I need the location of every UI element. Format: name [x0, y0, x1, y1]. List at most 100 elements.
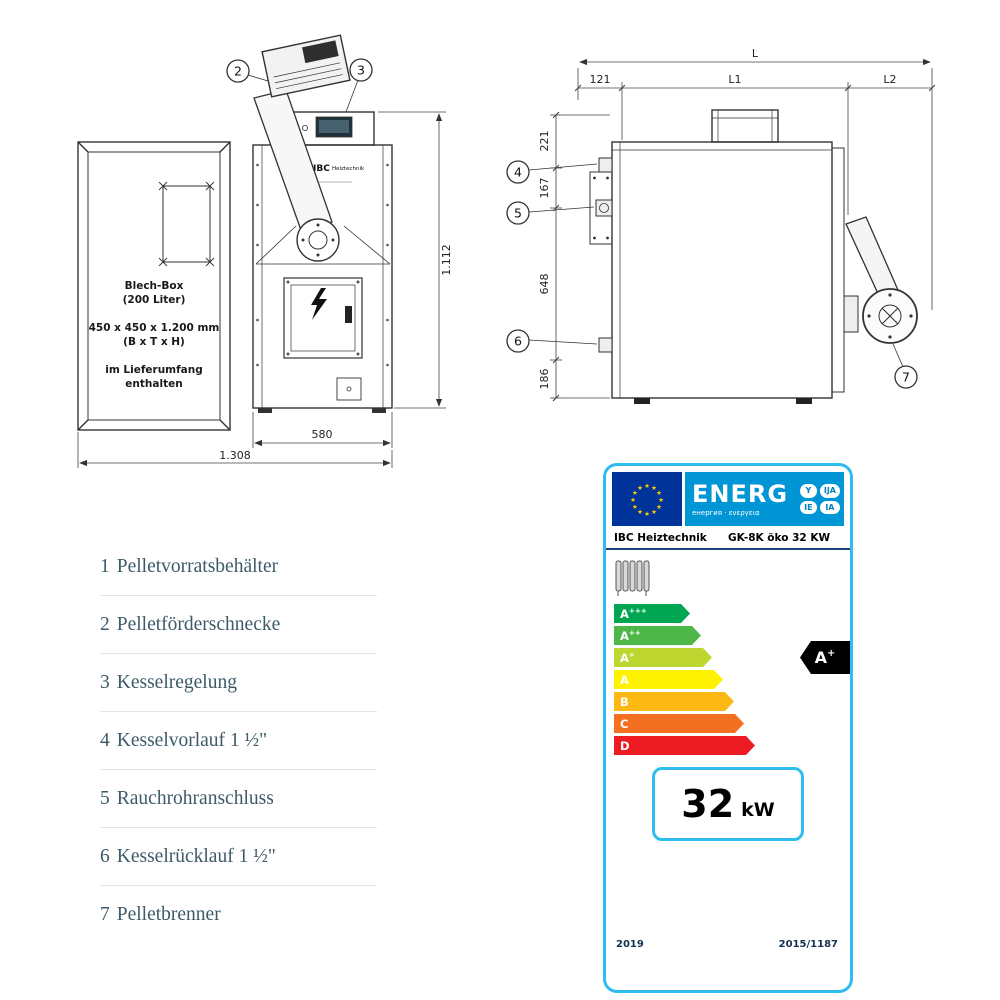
box-text-line3: 450 x 450 x 1.200 mm [89, 322, 220, 334]
brand-name: IBC Heiztechnik [614, 532, 707, 544]
flame-warning-icon [311, 288, 327, 320]
legend-item-2: 2 Pelletförderschnecke [100, 596, 377, 654]
label-regulation: 2015/1187 [778, 939, 838, 950]
energ-subtitle: енергия · ενεργεια [692, 508, 760, 517]
legend-label: Kesselvorlauf 1 ½" [116, 729, 268, 751]
legend-number: 4 [100, 729, 110, 751]
legend-number: 5 [100, 787, 110, 809]
side-dimension-labels: L 121 L1 L2 221 167 648 186 [538, 47, 897, 390]
legend-label: Pelletbrenner [116, 904, 221, 925]
legend-label: Pelletvorratsbehälter [116, 555, 279, 577]
box-text-line6: enthalten [125, 378, 182, 390]
legend-item-7: 7 Pelletbrenner [100, 886, 377, 944]
lang-letter-ija: IJA [819, 483, 840, 498]
lang-letter-y: Y [799, 483, 817, 498]
front-callouts: 2 3 [226, 58, 373, 113]
legend-item-4: 4 Kesselvorlauf 1 ½" [100, 712, 377, 770]
legend-item-3: 3 Kesselregelung [100, 654, 377, 712]
pellet-burner-assembly [843, 216, 918, 344]
legend-label: Rauchrohranschluss [116, 787, 274, 809]
boiler-front-body [252, 111, 393, 413]
model-name: GK-8K öko 32 KW [728, 532, 831, 544]
boiler-rivets [256, 163, 389, 367]
svg-text:★: ★ [632, 489, 638, 497]
lang-letter-ia: IA [819, 500, 840, 515]
svg-text:★: ★ [630, 496, 636, 504]
dim-label-L1: L1 [728, 73, 741, 86]
box-text-line5: im Lieferumfang [105, 364, 203, 376]
callout-4: 4 [514, 165, 522, 180]
legend-label: Pelletförderschnecke [116, 613, 281, 635]
dim-label-186: 186 [538, 369, 551, 390]
legend-label: Kesselregelung [116, 671, 237, 693]
energy-label-footer: 2019 2015/1187 [616, 939, 838, 950]
dim-label-648: 648 [538, 274, 551, 295]
callout-7: 7 [902, 370, 910, 385]
dim-label-height: 1.112 [440, 244, 453, 276]
legend-number: 3 [100, 671, 110, 693]
rating-arrow: A+ [800, 641, 850, 674]
svg-text:★: ★ [644, 510, 650, 518]
dim-label-width: 580 [312, 428, 333, 441]
box-text-line1: Blech-Box [125, 280, 184, 292]
energ-title: ENERG [692, 479, 789, 508]
svg-text:★: ★ [632, 503, 638, 511]
class-arrow-a-plus: A+ [614, 648, 712, 667]
svg-text:★: ★ [656, 503, 662, 511]
legend-number: 2 [100, 613, 110, 635]
class-arrow-d: D [614, 736, 755, 755]
legend-number: 7 [100, 904, 110, 925]
dim-label-221: 221 [538, 131, 551, 152]
svg-text:★: ★ [637, 508, 643, 516]
efficiency-scale: A+++ A++ A+ A B C D A+ [614, 604, 850, 755]
dim-label-121: 121 [590, 73, 611, 86]
front-dimension-labels: 580 1.308 1.112 [219, 244, 453, 462]
logo-subtext: Heiztechnik [332, 166, 365, 172]
dim-label-total-width: 1.308 [219, 449, 251, 462]
legend-item-1: 1 Pelletvorratsbehälter [100, 538, 377, 596]
energ-banner: ENERG енергия · ενεργεια Y IJA IE IA [685, 472, 844, 526]
power-unit: kW [741, 799, 775, 821]
class-arrow-a-plus3: A+++ [614, 604, 690, 623]
pellet-feed-assembly [253, 34, 351, 262]
callout-2: 2 [234, 64, 242, 79]
dim-label-167: 167 [538, 178, 551, 199]
box-text-line2: (200 Liter) [123, 294, 186, 306]
pellet-storage-box [77, 141, 231, 431]
callout-5: 5 [514, 206, 522, 221]
class-arrow-c: C [614, 714, 744, 733]
legend-number: 1 [100, 555, 110, 577]
svg-text:★: ★ [644, 482, 650, 490]
legend-item-5: 5 Rauchrohranschluss [100, 770, 377, 828]
class-arrow-a: A [614, 670, 723, 689]
box-text-line4: (B x T x H) [123, 336, 185, 348]
svg-text:★: ★ [637, 484, 643, 492]
side-dimension-lines [550, 58, 936, 402]
logo-text: IBC [313, 164, 330, 174]
class-arrow-b: B [614, 692, 734, 711]
power-output-box: 32 kW [652, 767, 804, 841]
callout-6: 6 [514, 334, 522, 349]
callout-3: 3 [357, 63, 365, 78]
eu-energy-label: ★★★ ★★★ ★★★ ★★★ ENERG енергия · ενεργεια… [603, 463, 853, 993]
class-arrow-a-plus2: A++ [614, 626, 701, 645]
parts-legend: 1 Pelletvorratsbehälter 2 Pelletfördersc… [100, 538, 377, 944]
svg-text:★: ★ [651, 484, 657, 492]
front-dimension-lines [77, 111, 446, 468]
radiator-icon [615, 560, 650, 596]
energ-language-letters: Y IJA IE IA [799, 483, 840, 515]
brand-model-row: IBC Heiztechnik GK-8K öko 32 KW [606, 526, 850, 550]
front-view-drawing: Blech-Box (200 Liter) 450 x 450 x 1.200 … [77, 34, 453, 468]
side-view-drawing: 4 5 6 7 [506, 47, 936, 404]
eu-flag-icon: ★★★ ★★★ ★★★ ★★★ [612, 472, 682, 526]
energy-label-header: ★★★ ★★★ ★★★ ★★★ ENERG енергия · ενεργεια… [612, 472, 844, 526]
svg-text:★: ★ [656, 489, 662, 497]
dim-label-L2: L2 [883, 73, 896, 86]
lang-letter-ie: IE [799, 500, 817, 515]
legend-number: 6 [100, 845, 110, 867]
svg-text:★: ★ [658, 496, 664, 504]
boiler-side-body [589, 109, 845, 404]
label-year: 2019 [616, 939, 644, 950]
side-callouts: 4 5 6 7 [506, 160, 918, 389]
